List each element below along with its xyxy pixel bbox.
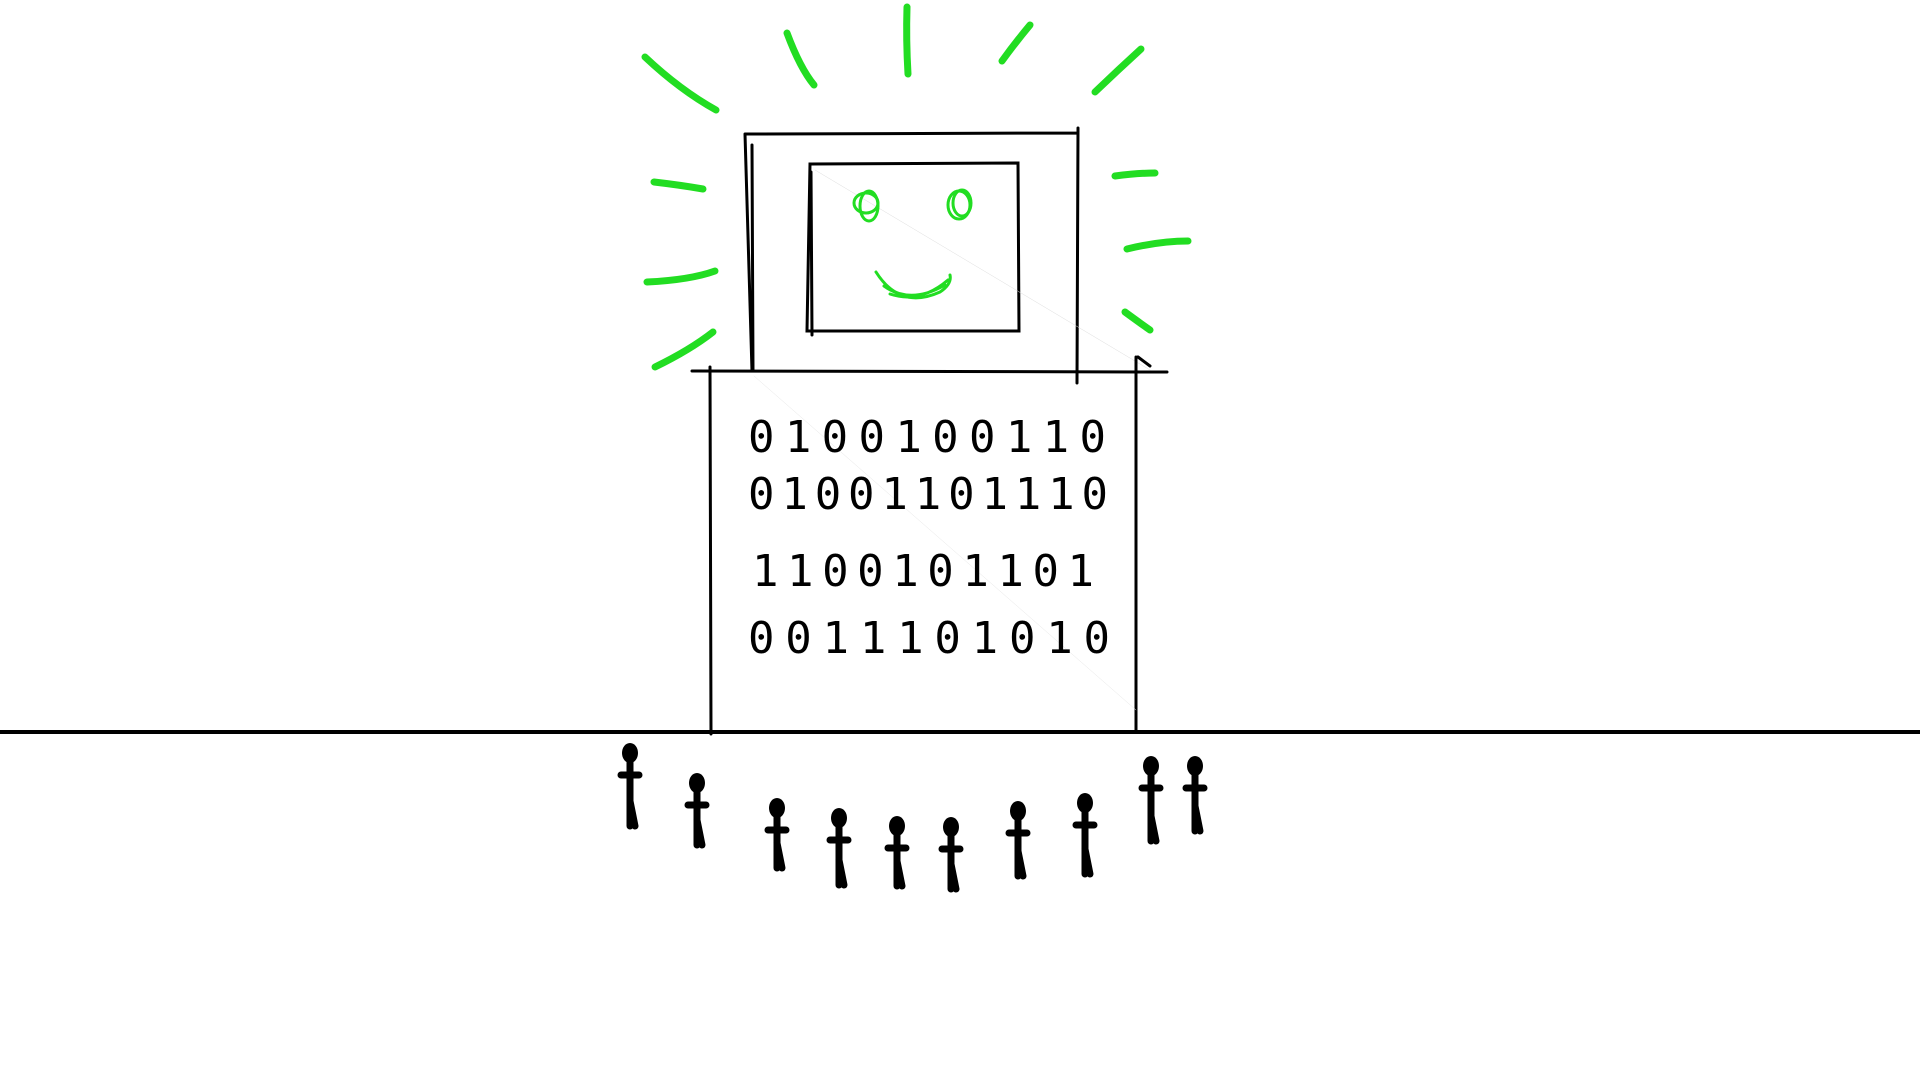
person-body <box>764 812 790 872</box>
person-body <box>826 822 852 889</box>
glow-ray <box>1111 169 1159 180</box>
monitor-diagonal <box>814 169 1151 371</box>
glow-rays <box>641 3 1192 371</box>
person-head <box>1187 756 1203 776</box>
glow-ray <box>1121 308 1154 334</box>
person-head <box>889 816 905 836</box>
glow-ray <box>1091 45 1145 96</box>
person-head <box>769 798 785 818</box>
machine-left-side <box>708 365 713 736</box>
glow-ray <box>1123 237 1192 253</box>
glow-ray <box>650 178 707 193</box>
glow-ray <box>641 53 720 114</box>
person-head <box>1010 801 1026 821</box>
person-body <box>938 831 964 893</box>
binary-block: 0100100110 01001101110 1100101101 001110… <box>748 412 1110 664</box>
person-body <box>884 830 910 890</box>
person-head <box>689 773 705 793</box>
person-head <box>831 808 847 828</box>
person-body <box>684 787 710 849</box>
glow-ray <box>998 21 1034 65</box>
stick-person <box>617 743 643 830</box>
machine-right-side <box>1134 355 1152 732</box>
left-eye-scribble <box>852 191 880 215</box>
binary-row: 0100100110 <box>748 412 1106 463</box>
monitor <box>743 126 1151 385</box>
smiley-face <box>852 188 973 300</box>
binary-row: 01001101110 <box>748 469 1108 520</box>
stick-person <box>884 816 910 890</box>
smile-scribble <box>882 278 950 299</box>
binary-row: 0011101010 <box>748 613 1110 664</box>
stick-person <box>1138 756 1164 845</box>
glow-ray <box>651 328 717 371</box>
monitor-screen <box>805 161 1021 337</box>
person-head <box>943 817 959 837</box>
stick-person <box>1005 801 1031 880</box>
binary-row: 1100101101 <box>752 546 1094 597</box>
stick-person <box>938 817 964 893</box>
machine-top <box>690 369 1169 374</box>
person-head <box>1077 793 1093 813</box>
person-body <box>1138 770 1164 845</box>
stick-person <box>684 773 710 849</box>
glow-ray <box>903 3 912 78</box>
person-head <box>622 743 638 763</box>
crowd <box>617 743 1208 893</box>
monitor-frame <box>743 126 1080 385</box>
stick-person <box>1072 793 1098 878</box>
glow-ray <box>643 267 719 286</box>
person-body <box>1182 770 1208 835</box>
machine-body <box>690 355 1169 736</box>
person-body <box>1005 815 1031 880</box>
person-body <box>617 757 643 830</box>
glow-ray <box>783 29 818 89</box>
person-body <box>1072 807 1098 878</box>
machine-diagonal <box>753 375 1137 711</box>
person-head <box>1143 756 1159 776</box>
stick-person <box>1182 756 1208 835</box>
stick-person <box>764 798 790 872</box>
stick-person <box>826 808 852 889</box>
right-eye-scribble <box>951 188 973 218</box>
